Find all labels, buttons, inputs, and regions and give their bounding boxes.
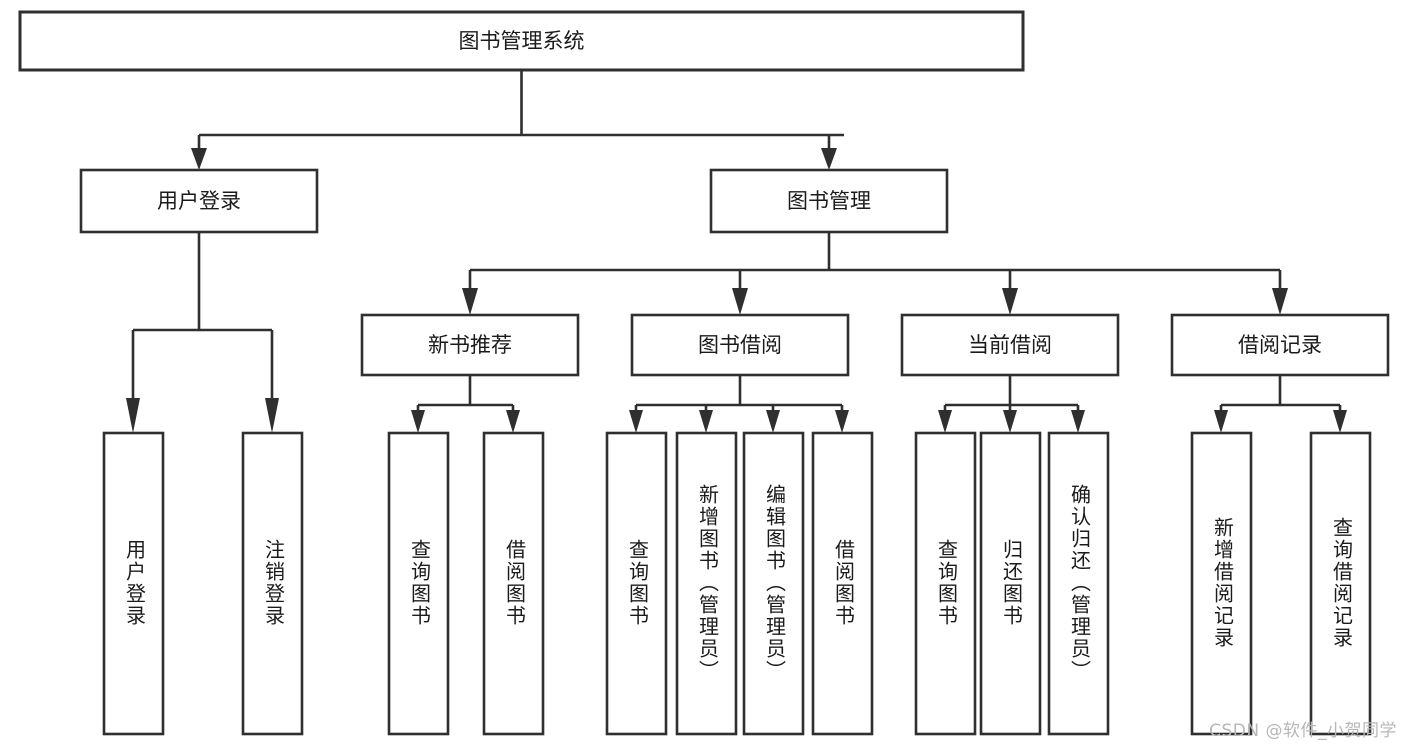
node-leaf-borrow-book-2-box[interactable] bbox=[811, 431, 874, 736]
node-borrow-record[interactable]: 借阅记录 bbox=[1170, 313, 1390, 377]
node-current-borrow-box[interactable] bbox=[900, 313, 1120, 377]
node-leaf-query-book-1[interactable]: 查询图书 bbox=[387, 431, 450, 736]
node-leaf-return-book[interactable]: 归还图书 bbox=[979, 431, 1042, 736]
node-leaf-borrow-book-1-label: 借阅图书 bbox=[503, 539, 527, 627]
node-leaf-query-book-2-label: 查询图书 bbox=[626, 539, 650, 627]
node-leaf-borrow-book-2-label: 借阅图书 bbox=[832, 539, 856, 627]
arrow-head-book-manage bbox=[821, 148, 837, 170]
node-leaf-query-book-2[interactable]: 查询图书 bbox=[605, 431, 668, 736]
node-root-box[interactable] bbox=[18, 10, 1025, 72]
arrow-head-leaf-user-logout bbox=[265, 398, 279, 433]
node-leaf-query-book-1-box[interactable] bbox=[387, 431, 450, 736]
node-new-book-recommend-label: 新书推荐 bbox=[428, 333, 512, 357]
node-leaf-user-logout[interactable]: 注销登录 bbox=[241, 431, 304, 736]
node-leaf-confirm-return[interactable]: 确认归还（管理员） bbox=[1047, 431, 1110, 736]
node-leaf-user-logout-label: 注销登录 bbox=[262, 539, 286, 627]
node-leaf-add-book-box[interactable] bbox=[675, 431, 738, 736]
node-new-book-recommend[interactable]: 新书推荐 bbox=[360, 313, 580, 377]
node-root[interactable]: 图书管理系统 bbox=[18, 10, 1025, 72]
node-leaf-return-book-box[interactable] bbox=[979, 431, 1042, 736]
edges-layer bbox=[126, 70, 1347, 433]
node-book-manage-label: 图书管理 bbox=[787, 189, 871, 213]
arrow-head-leaf-edit-book bbox=[766, 410, 780, 433]
node-book-borrow[interactable]: 图书借阅 bbox=[630, 313, 850, 377]
node-user-login-box[interactable] bbox=[79, 168, 319, 234]
node-book-borrow-label: 图书借阅 bbox=[698, 333, 782, 357]
arrow-head-leaf-query-book-1 bbox=[411, 410, 425, 433]
node-borrow-record-box[interactable] bbox=[1170, 313, 1390, 377]
node-leaf-add-record-label: 新增借阅记录 bbox=[1211, 517, 1235, 649]
node-leaf-user-login-label: 用户登录 bbox=[123, 539, 147, 627]
arrow-head-leaf-add-record bbox=[1214, 410, 1228, 433]
node-leaf-query-book-2-box[interactable] bbox=[605, 431, 668, 736]
node-leaf-query-record-box[interactable] bbox=[1309, 431, 1372, 736]
arrow-head-leaf-confirm-return bbox=[1071, 410, 1085, 433]
node-leaf-return-book-label: 归还图书 bbox=[1000, 539, 1024, 627]
node-leaf-query-book-3-box[interactable] bbox=[914, 431, 977, 736]
node-leaf-edit-book-label: 编辑图书（管理员） bbox=[763, 484, 787, 682]
arrow-head-leaf-borrow-book-1 bbox=[506, 410, 520, 433]
node-leaf-query-book-3[interactable]: 查询图书 bbox=[914, 431, 977, 736]
arrow-head-leaf-query-book-3 bbox=[938, 410, 952, 433]
node-leaf-add-book[interactable]: 新增图书（管理员） bbox=[675, 431, 738, 736]
arrow-head-book-borrow bbox=[732, 288, 748, 315]
node-borrow-record-label: 借阅记录 bbox=[1238, 333, 1322, 357]
node-leaf-user-logout-box[interactable] bbox=[241, 431, 304, 736]
node-user-login-label: 用户登录 bbox=[157, 189, 241, 213]
node-new-book-recommend-box[interactable] bbox=[360, 313, 580, 377]
arrow-head-leaf-add-book bbox=[699, 410, 713, 433]
node-leaf-borrow-book-1-box[interactable] bbox=[482, 431, 545, 736]
arrow-head-leaf-borrow-book-2 bbox=[835, 410, 849, 433]
node-book-manage-box[interactable] bbox=[709, 168, 949, 234]
node-current-borrow[interactable]: 当前借阅 bbox=[900, 313, 1120, 377]
node-leaf-query-book-1-label: 查询图书 bbox=[408, 539, 432, 627]
node-root-label: 图书管理系统 bbox=[459, 29, 585, 53]
arrow-head-borrow-record bbox=[1272, 288, 1288, 315]
node-leaf-borrow-book-1[interactable]: 借阅图书 bbox=[482, 431, 545, 736]
arrow-head-leaf-user-login bbox=[126, 398, 140, 433]
node-leaf-confirm-return-box[interactable] bbox=[1047, 431, 1110, 736]
arrow-head-new-book-recommend bbox=[462, 288, 478, 315]
node-leaf-user-login[interactable]: 用户登录 bbox=[102, 431, 165, 736]
node-leaf-query-record[interactable]: 查询借阅记录 bbox=[1309, 431, 1372, 736]
node-book-borrow-box[interactable] bbox=[630, 313, 850, 377]
node-leaf-edit-book-box[interactable] bbox=[742, 431, 805, 736]
node-leaf-add-record-box[interactable] bbox=[1190, 431, 1253, 736]
node-leaf-query-record-label: 查询借阅记录 bbox=[1330, 517, 1354, 649]
arrow-head-user-login bbox=[191, 148, 207, 170]
node-leaf-add-record[interactable]: 新增借阅记录 bbox=[1190, 431, 1253, 736]
arrow-head-leaf-query-record bbox=[1333, 410, 1347, 433]
node-current-borrow-label: 当前借阅 bbox=[968, 333, 1052, 357]
node-leaf-edit-book[interactable]: 编辑图书（管理员） bbox=[742, 431, 805, 736]
node-leaf-confirm-return-label: 确认归还（管理员） bbox=[1068, 484, 1092, 682]
node-book-manage[interactable]: 图书管理 bbox=[709, 168, 949, 234]
node-leaf-borrow-book-2[interactable]: 借阅图书 bbox=[811, 431, 874, 736]
arrow-head-current-borrow bbox=[1002, 288, 1018, 315]
node-user-login[interactable]: 用户登录 bbox=[79, 168, 319, 234]
arrow-head-leaf-query-book-2 bbox=[629, 410, 643, 433]
node-leaf-query-book-3-label: 查询图书 bbox=[935, 539, 959, 627]
node-leaf-user-login-box[interactable] bbox=[102, 431, 165, 736]
node-leaf-add-book-label: 新增图书（管理员） bbox=[696, 484, 720, 682]
arrow-head-leaf-return-book bbox=[1003, 410, 1017, 433]
